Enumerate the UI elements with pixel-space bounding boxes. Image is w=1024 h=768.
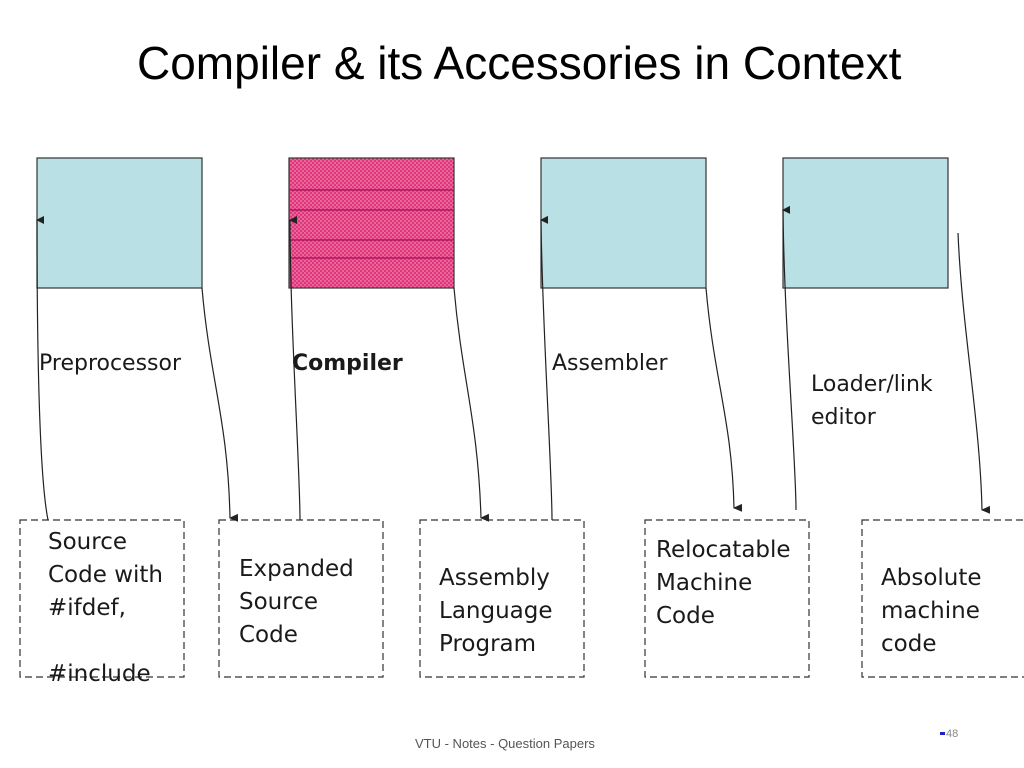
assembly-program-box bbox=[419, 519, 585, 678]
compiler-box bbox=[288, 157, 455, 289]
loader-label: Loader/link editor bbox=[811, 372, 933, 430]
expanded-source-box bbox=[218, 519, 384, 678]
page-marker bbox=[940, 732, 945, 735]
arrow-preprocessor-to-expanded bbox=[201, 287, 239, 522]
footer-text: VTU - Notes - Question Papers bbox=[415, 736, 595, 751]
slide-title: Compiler & its Accessories in Context bbox=[137, 37, 902, 89]
arrow-assembly-to-assembler bbox=[540, 215, 553, 521]
title-area: Compiler & its Accessories in Context bbox=[0, 36, 1024, 106]
arrow-compiler-to-assembly bbox=[453, 287, 490, 522]
absolute-code-box bbox=[861, 519, 1024, 678]
assembler-label: Assembler bbox=[552, 351, 668, 376]
preprocessor-label: Preprocessor bbox=[39, 351, 182, 376]
source-code-text: Source Code with #ifdef, #include bbox=[48, 529, 163, 687]
arrow-source-to-preprocessor bbox=[36, 215, 49, 521]
page-number: 48 bbox=[946, 728, 959, 740]
arrow-loader-to-absolute bbox=[957, 232, 991, 514]
compiler-label: Compiler bbox=[292, 351, 403, 376]
relocatable-code-text: Relocatable Machine Code bbox=[656, 537, 791, 629]
preprocessor-box bbox=[36, 157, 203, 289]
source-code-box bbox=[19, 519, 185, 678]
assembly-program-text: Assembly Language Program bbox=[439, 565, 553, 657]
arrow-relocatable-to-loader bbox=[782, 205, 797, 511]
absolute-code-text: Absolute machine code bbox=[881, 565, 982, 657]
compiler-box-stripes bbox=[290, 189, 453, 259]
relocatable-code-box bbox=[644, 519, 810, 678]
arrow-assembler-to-relocatable bbox=[705, 287, 743, 512]
assembler-box bbox=[540, 157, 707, 289]
arrow-expanded-to-compiler bbox=[289, 215, 301, 521]
loader-box bbox=[782, 157, 949, 289]
expanded-source-text: Expanded Source Code bbox=[239, 556, 354, 648]
